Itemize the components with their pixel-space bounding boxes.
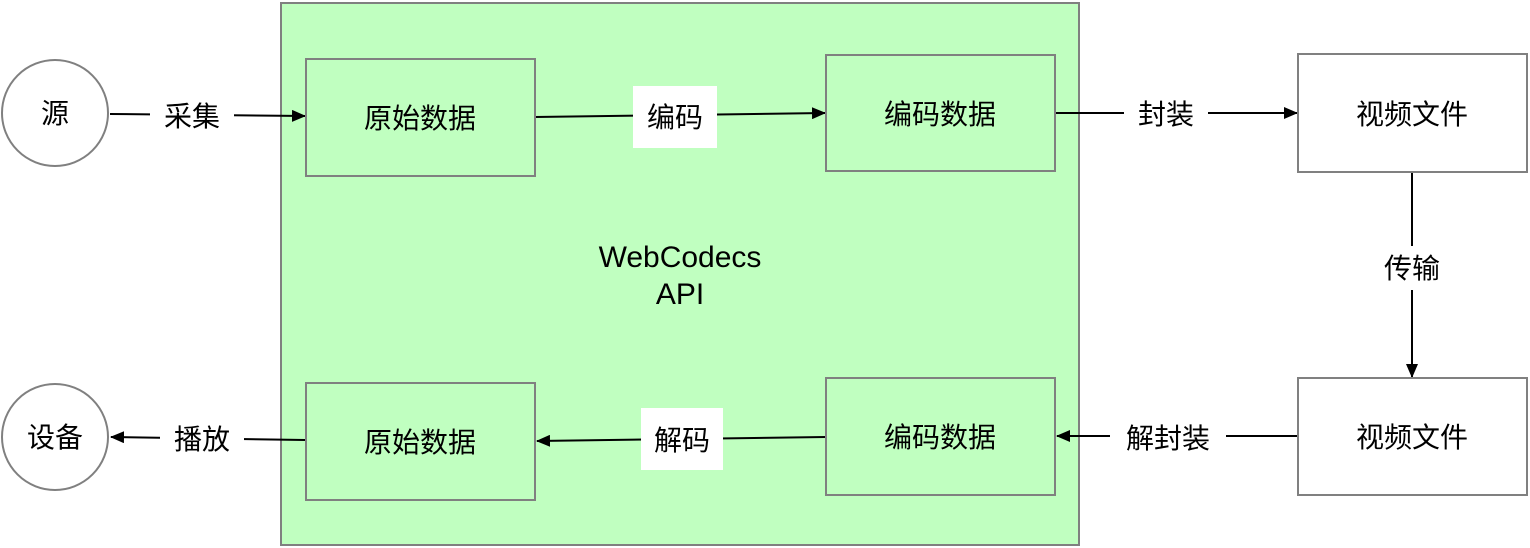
encoded-data-top-label: 编码数据: [884, 98, 996, 131]
raw-data-top-node: 原始数据: [305, 58, 536, 177]
video-file-top-node: 视频文件: [1297, 53, 1528, 173]
raw-data-bottom-node: 原始数据: [305, 382, 536, 501]
edge-mux-label: 封装: [1138, 98, 1194, 131]
video-file-bottom-label: 视频文件: [1356, 421, 1468, 454]
raw-data-bottom-label: 原始数据: [364, 426, 476, 459]
edge-decode-label: 解码: [654, 424, 710, 457]
webcodecs-label-line1: WebCodecs: [599, 241, 762, 274]
encoded-data-bottom-node: 编码数据: [825, 377, 1056, 496]
source-node: 源: [1, 59, 109, 167]
edge-labels: 采集 编码 封装 传输 解封装 解码 播放: [150, 86, 1454, 470]
video-file-top-label: 视频文件: [1356, 98, 1468, 131]
source-label: 源: [41, 97, 69, 130]
encoded-data-top-node: 编码数据: [825, 54, 1056, 172]
edge-play-label: 播放: [174, 423, 230, 456]
edge-capture-label: 采集: [164, 100, 220, 133]
edge-demux-label: 解封装: [1126, 422, 1210, 455]
encoded-data-bottom-label: 编码数据: [884, 421, 996, 454]
device-node: 设备: [1, 383, 109, 491]
nodes: 源 设备 原始数据 编码数据 视频文件 原始数据 编码数据: [1, 53, 1528, 501]
edge-transmit-label: 传输: [1384, 252, 1440, 285]
edge-encode-label: 编码: [647, 101, 703, 134]
video-file-bottom-node: 视频文件: [1297, 377, 1528, 496]
device-label: 设备: [27, 421, 83, 454]
webcodecs-label-line2: API: [656, 278, 704, 311]
raw-data-top-label: 原始数据: [364, 102, 476, 135]
